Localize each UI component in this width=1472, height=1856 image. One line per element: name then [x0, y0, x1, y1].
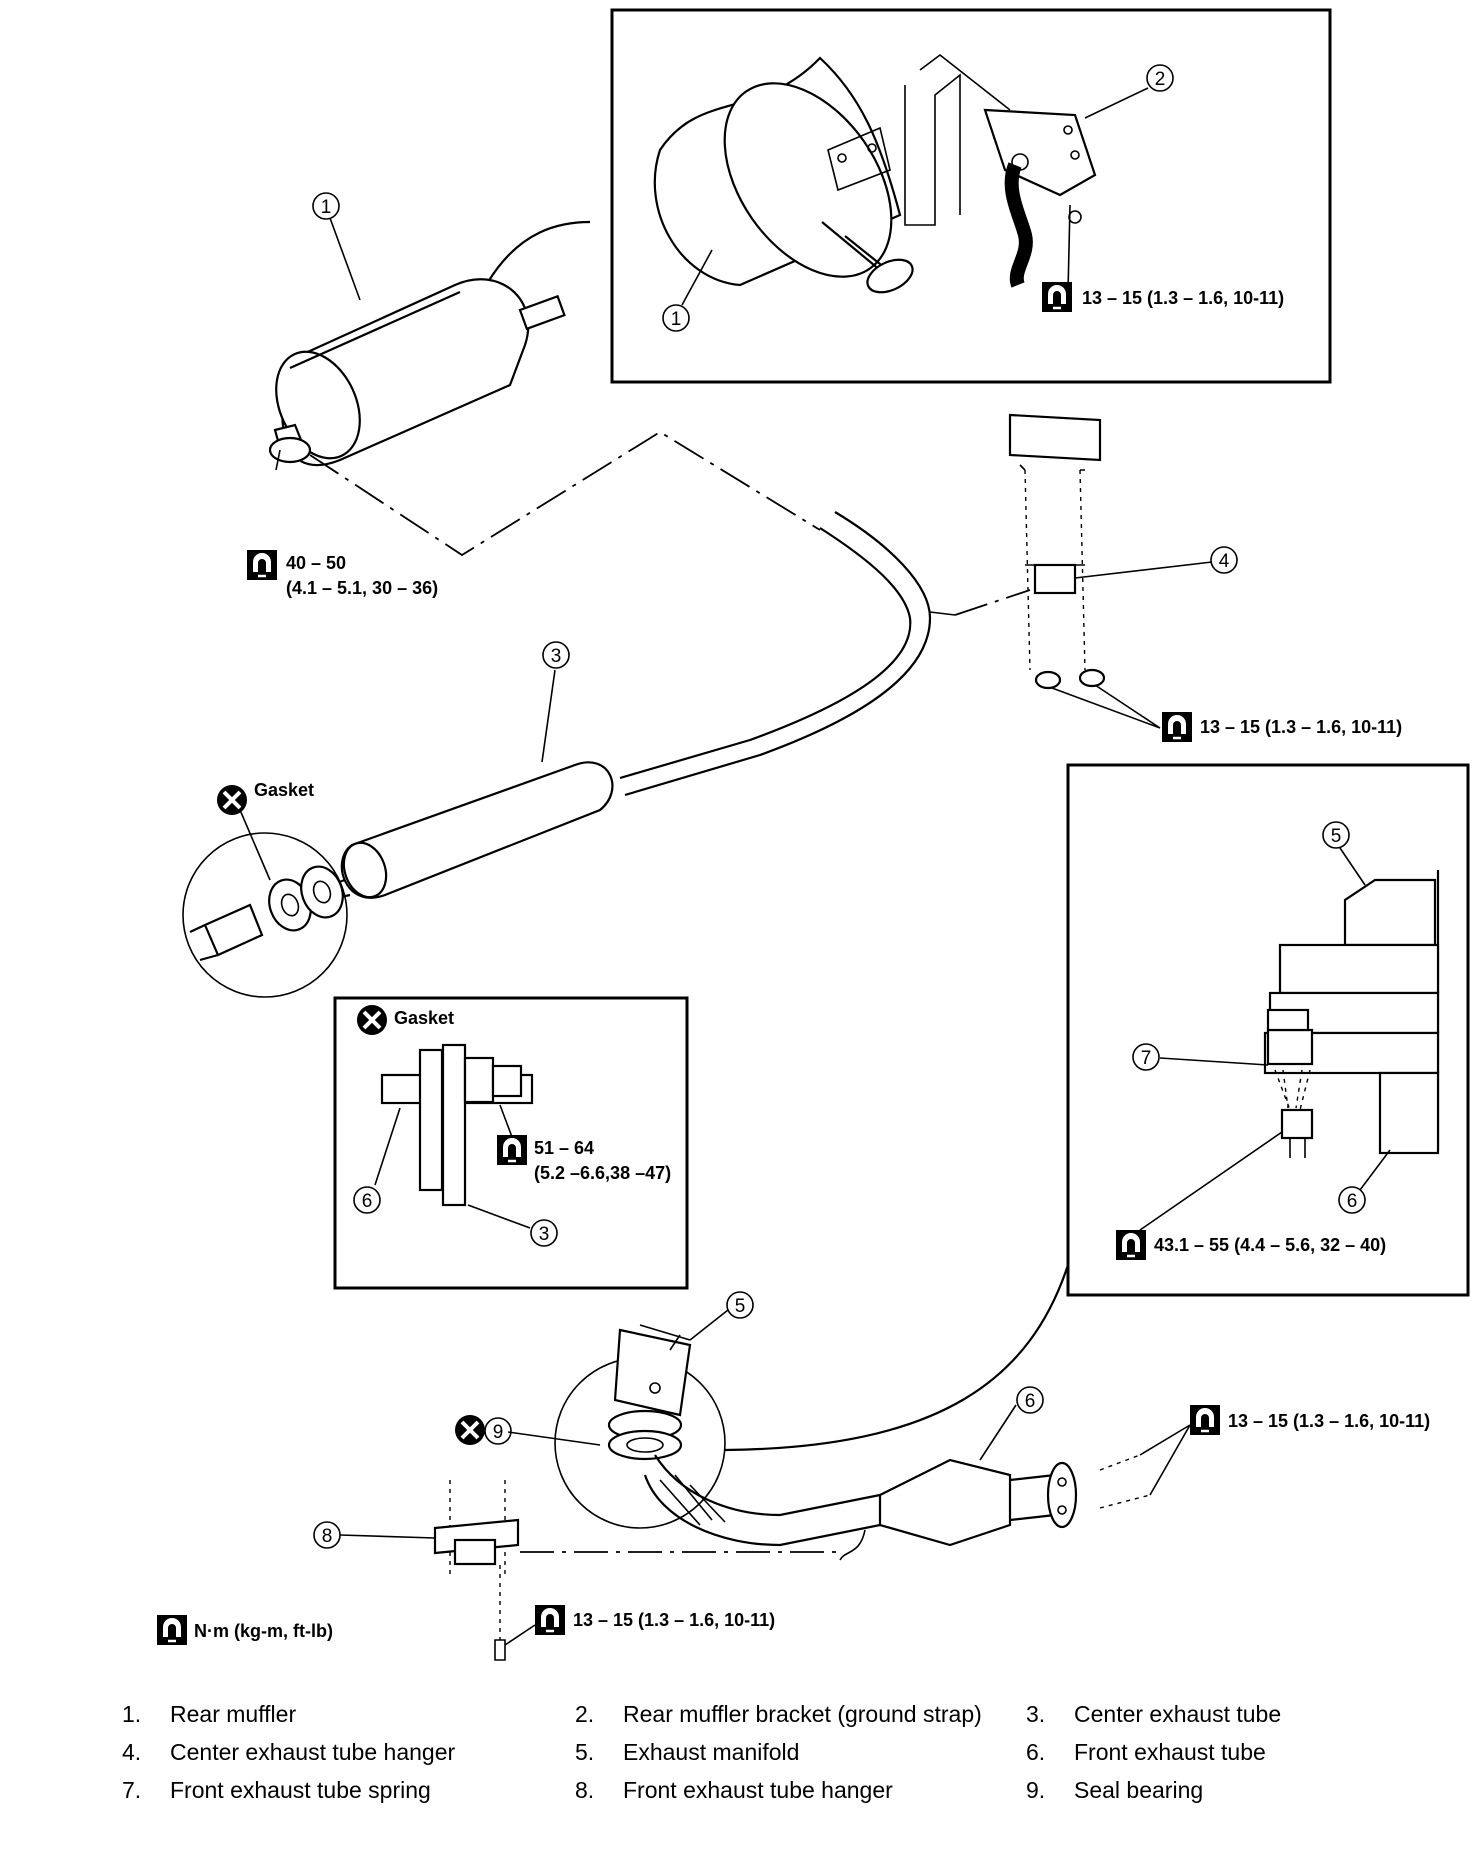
callout-3-inset: 3 — [539, 1224, 550, 1245]
inset-leader — [487, 220, 591, 283]
spring-inset-leader — [724, 1264, 1070, 1452]
do-not-reuse-icon — [215, 783, 249, 817]
front-exhaust-tube: 5 6 13 – 15 (1.3 – 1.6, 10-11) 9 — [453, 1291, 1430, 1561]
torque-wrench-icon — [533, 1603, 567, 1637]
gasket-label-inset: Gasket — [394, 1008, 454, 1028]
legend-num: 6. — [1026, 1739, 1045, 1765]
legend-name: Exhaust manifold — [623, 1739, 799, 1765]
legend-name: Center exhaust tube hanger — [170, 1739, 455, 1765]
legend-name: Rear muffler bracket (ground strap) — [623, 1701, 982, 1727]
torque-wrench-icon — [1114, 1228, 1148, 1262]
do-not-reuse-icon — [453, 1413, 487, 1447]
center-exhaust-tube: 3 — [299, 511, 956, 907]
unit-legend: N·m (kg-m, ft-lb) — [194, 1621, 333, 1641]
torque-wrench-icon — [495, 1133, 529, 1167]
callout-6: 6 — [1025, 1391, 1036, 1412]
torque-hanger-nuts: 13 – 15 (1.3 – 1.6, 10-11) — [1200, 717, 1402, 737]
legend-num: 8. — [575, 1777, 594, 1803]
torque-wrench-icon — [1160, 710, 1194, 744]
torque-flange-b: (5.2 –6.6,38 –47) — [534, 1163, 671, 1183]
torque-bracket-bolt: 13 – 15 (1.3 – 1.6, 10-11) — [1082, 288, 1284, 308]
torque-wrench-icon — [155, 1613, 189, 1647]
legend-name: Center exhaust tube — [1074, 1701, 1281, 1727]
gasket-label: Gasket — [254, 780, 314, 800]
callout-1: 1 — [321, 197, 332, 218]
torque-wrench-icon — [245, 548, 279, 582]
callout-7: 7 — [1141, 1048, 1152, 1069]
legend-name: Seal bearing — [1074, 1777, 1203, 1803]
torque-flange-a: 51 – 64 — [534, 1138, 594, 1158]
inset-rear-muffler-bracket: 2 1 13 – 15 (1.3 – 1.6, 10-11) — [610, 8, 1332, 384]
legend-num: 3. — [1026, 1701, 1045, 1727]
torque-front-studs: 13 – 15 (1.3 – 1.6, 10-11) — [1228, 1411, 1430, 1431]
inset-spring-joint: 5 7 6 43.1 – 55 (4.4 – 5.6, 32 – 40) — [1066, 763, 1470, 1297]
callout-8: 8 — [322, 1526, 333, 1547]
center-tube-hanger: 4 13 – 15 (1.3 – 1.6, 10-11) — [954, 413, 1402, 744]
legend-num: 5. — [575, 1739, 594, 1765]
torque-front-hanger: 13 – 15 (1.3 – 1.6, 10-11) — [573, 1610, 775, 1630]
legend-name: Front exhaust tube hanger — [623, 1777, 893, 1803]
front-tube-hanger: 8 13 – 15 (1.3 – 1.6, 10-11) — [313, 1480, 840, 1661]
callout-5: 5 — [735, 1296, 746, 1317]
callout-2: 2 — [1155, 69, 1166, 90]
callout-9: 9 — [493, 1422, 504, 1443]
torque-muffler-a: 40 – 50 — [286, 553, 346, 573]
legend-name: Front exhaust tube spring — [170, 1777, 431, 1803]
callout-3: 3 — [551, 646, 562, 667]
parts-legend: 1. Rear muffler 2. Rear muffler bracket … — [122, 1701, 1281, 1803]
torque-muffler-b: (4.1 – 5.1, 30 – 36) — [286, 578, 438, 598]
callout-6-inset: 6 — [362, 1191, 373, 1212]
torque-wrench-icon — [1188, 1403, 1222, 1437]
callout-4: 4 — [1219, 551, 1230, 572]
callout-6-spring: 6 — [1347, 1191, 1358, 1212]
legend-num: 9. — [1026, 1777, 1045, 1803]
legend-num: 4. — [122, 1739, 141, 1765]
legend-num: 2. — [575, 1701, 594, 1727]
inset-flange-joint: Gasket 51 – 64 (5.2 –6.6,38 –47) 6 3 — [333, 996, 689, 1290]
gasket-detail: Gasket — [182, 780, 348, 998]
alignment-line-rear — [309, 430, 821, 557]
legend-name: Rear muffler — [170, 1701, 296, 1727]
callout-1-inset: 1 — [671, 309, 682, 330]
legend-num: 7. — [122, 1777, 141, 1803]
torque-spring-bolt: 43.1 – 55 (4.4 – 5.6, 32 – 40) — [1154, 1235, 1386, 1255]
torque-wrench-icon — [1040, 280, 1074, 314]
rear-muffler: 1 40 – 50 (4.1 – 5.1, 30 – 36) — [245, 192, 566, 598]
legend-num: 1. — [122, 1701, 141, 1727]
legend-name: Front exhaust tube — [1074, 1739, 1266, 1765]
do-not-reuse-icon — [355, 1003, 389, 1037]
callout-5-inset: 5 — [1331, 826, 1342, 847]
